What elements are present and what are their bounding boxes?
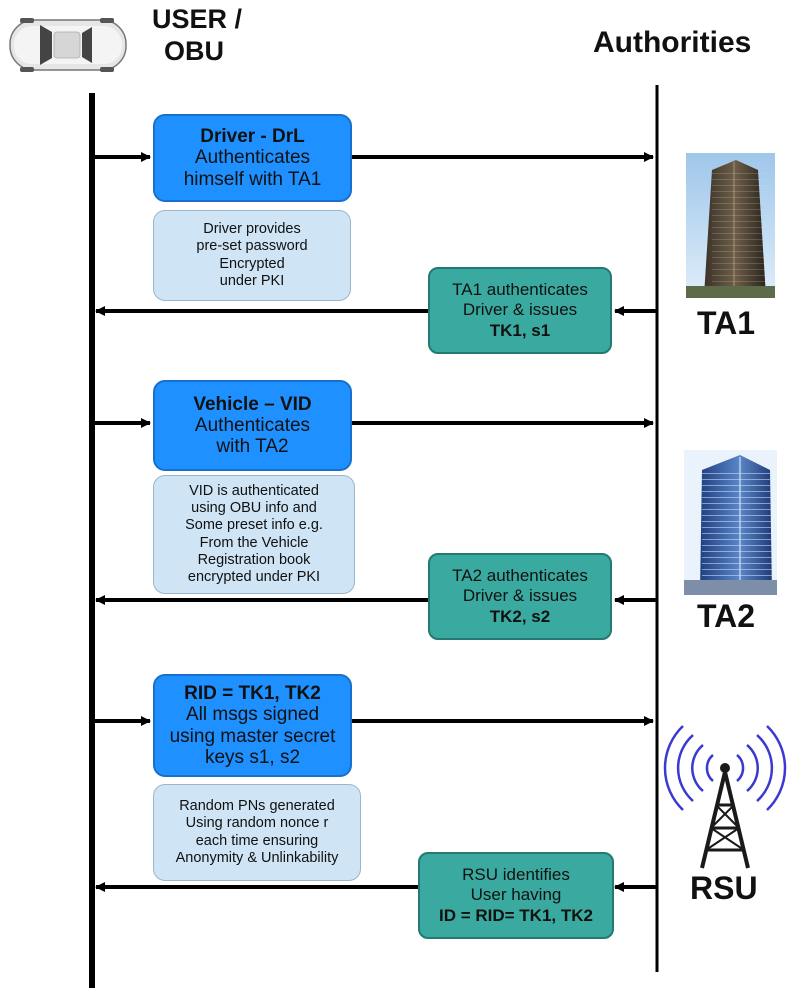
building-ta2-icon [684, 450, 777, 595]
rsu-label: RSU [690, 870, 758, 906]
request-box-1: Driver - DrL Authenticates himself with … [153, 114, 352, 202]
authorities-title: Authorities [593, 26, 752, 59]
note-box-2: VID is authenticated using OBU info and … [153, 475, 355, 594]
response-1-title: TK1, s1 [489, 320, 551, 340]
response-3-line1: RSU identifies [462, 864, 570, 884]
ta2-label: TA2 [697, 598, 756, 634]
user-title-line2: OBU [164, 36, 224, 66]
rsu-tower-icon [663, 725, 787, 869]
request-box-3: RID = TK1, TK2 All msgs signed using mas… [153, 674, 352, 777]
response-2-line2: Driver & issues [462, 586, 578, 606]
note-2-line5: Registration book [197, 551, 311, 568]
response-box-2: TA2 authenticates Driver & issues TK2, s… [428, 553, 612, 640]
response-box-3: RSU identifies User having ID = RID= TK1… [418, 852, 614, 939]
note-2-line1: VID is authenticated [189, 483, 319, 500]
user-obu-title: USER / OBU [152, 3, 242, 67]
response-2-title: TK2, s2 [489, 606, 551, 626]
note-box-3: Random PNs generated Using random nonce … [153, 784, 361, 881]
building-ta1-icon [686, 153, 775, 298]
request-2-line1: Authenticates [194, 414, 311, 436]
response-3-title: ID = RID= TK1, TK2 [439, 905, 593, 925]
note-box-1: Driver provides pre-set password Encrypt… [153, 210, 351, 301]
note-1-line4: under PKI [219, 272, 285, 289]
note-1-line2: pre-set password [196, 238, 308, 255]
note-2-line2: using OBU info and [191, 500, 317, 517]
note-3-line3: each time ensuring [195, 832, 319, 849]
car-icon [9, 18, 127, 72]
note-1-line1: Driver provides [203, 221, 301, 238]
note-2-line4: From the Vehicle [199, 534, 309, 551]
request-1-line1: Authenticates [194, 147, 311, 169]
ta1-label: TA1 [697, 305, 756, 341]
response-box-1: TA1 authenticates Driver & issues TK1, s… [428, 267, 612, 354]
response-3-line2: User having [470, 885, 562, 905]
request-3-line1: All msgs signed [185, 704, 320, 726]
user-title-line1: USER / [152, 4, 243, 34]
request-3-line2: using master secret [169, 725, 336, 747]
note-2-line6: encrypted under PKI [187, 568, 321, 585]
request-2-title: Vehicle – VID [193, 393, 312, 415]
note-3-line4: Anonymity & Unlinkability [175, 849, 339, 866]
note-2-line3: Some preset info e.g. [185, 517, 323, 534]
request-1-title: Driver - DrL [200, 126, 305, 148]
response-1-line1: TA1 authenticates [452, 279, 588, 299]
response-1-line2: Driver & issues [462, 300, 578, 320]
response-2-line1: TA2 authenticates [452, 565, 588, 585]
note-3-line2: Using random nonce r [185, 815, 329, 832]
note-1-line3: Encrypted [219, 255, 285, 272]
note-3-line1: Random PNs generated [179, 798, 335, 815]
request-1-line2: himself with TA1 [183, 168, 322, 190]
request-box-2: Vehicle – VID Authenticates with TA2 [153, 380, 352, 471]
request-2-line2: with TA2 [216, 436, 289, 458]
request-3-line3: keys s1, s2 [204, 746, 301, 768]
request-3-title: RID = TK1, TK2 [184, 682, 321, 704]
